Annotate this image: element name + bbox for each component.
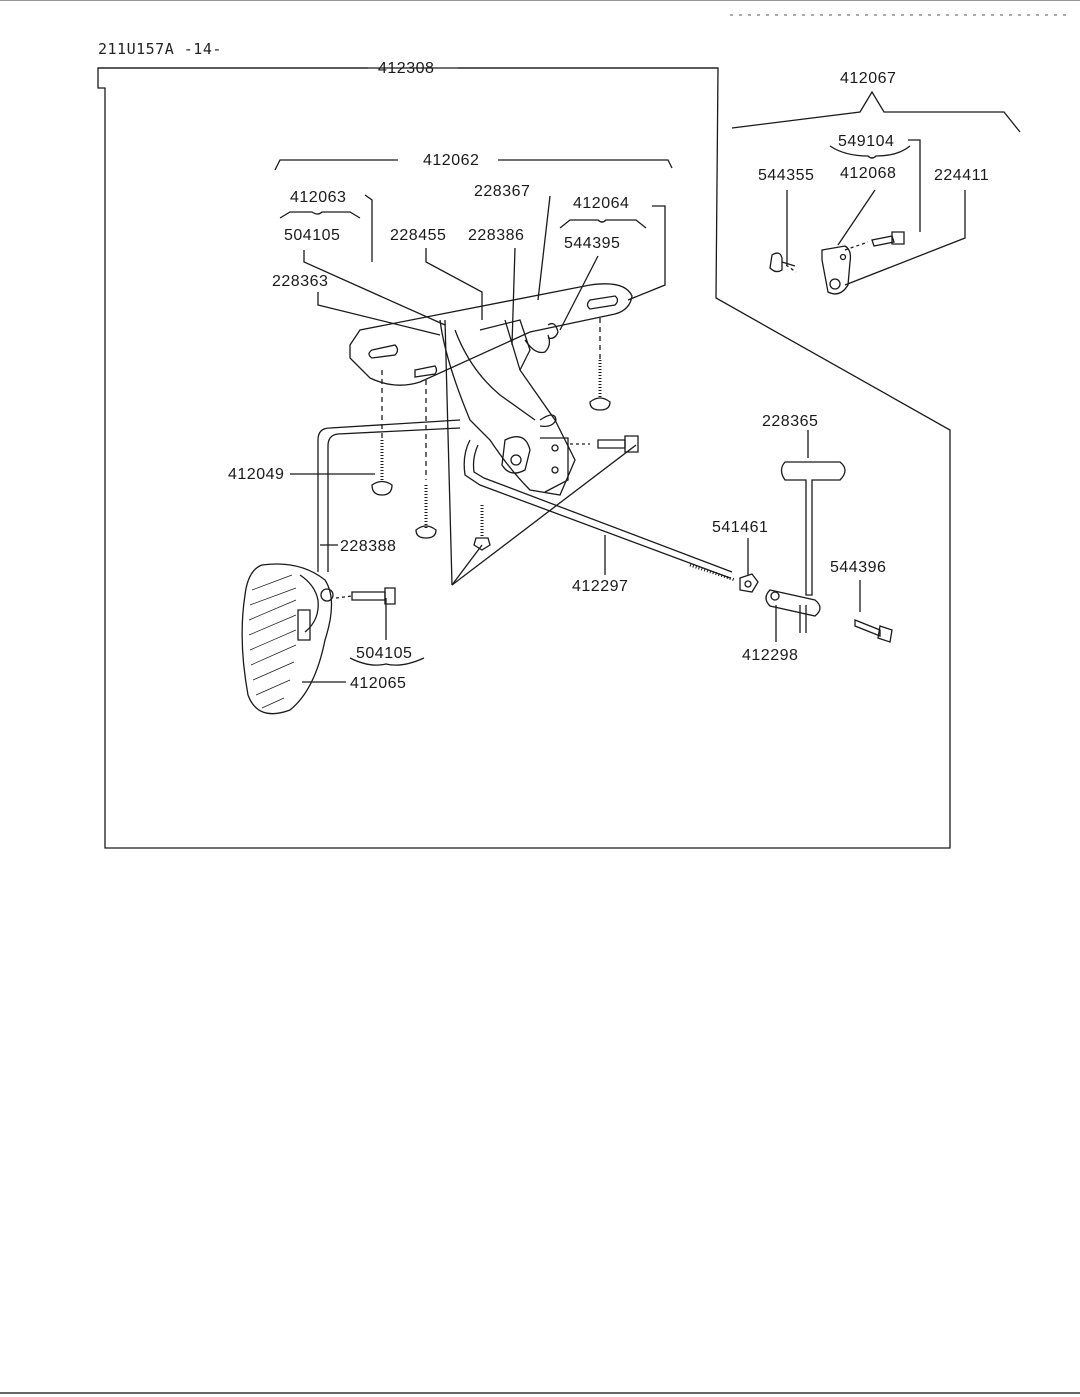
mounting-plate bbox=[349, 283, 633, 386]
label-228363: 228363 bbox=[272, 273, 328, 290]
label-228367: 228367 bbox=[474, 183, 530, 200]
label-412067: 412067 bbox=[840, 70, 896, 87]
label-504105-bottom: 504105 bbox=[356, 645, 412, 662]
document-id: 211U157A -14- bbox=[98, 40, 222, 58]
label-544395: 544395 bbox=[564, 235, 620, 252]
label-228388: 228388 bbox=[340, 538, 396, 555]
inset-latch bbox=[821, 245, 852, 295]
label-412064: 412064 bbox=[573, 195, 629, 212]
label-412049: 412049 bbox=[228, 466, 284, 483]
label-228365: 228365 bbox=[762, 413, 818, 430]
label-412298: 412298 bbox=[742, 647, 798, 664]
label-412308: 412308 bbox=[378, 60, 434, 77]
label-412062: 412062 bbox=[423, 152, 479, 169]
label-412297: 412297 bbox=[572, 578, 628, 595]
label-541461: 541461 bbox=[712, 519, 768, 536]
main-frame bbox=[97, 67, 951, 849]
label-412068: 412068 bbox=[840, 165, 896, 182]
label-544355: 544355 bbox=[758, 167, 814, 184]
label-224411: 224411 bbox=[934, 167, 989, 184]
label-412063: 412063 bbox=[290, 189, 346, 206]
label-504105-top: 504105 bbox=[284, 227, 340, 244]
label-228455: 228455 bbox=[390, 227, 446, 244]
bracket-412067 bbox=[731, 90, 1021, 133]
knee-pad bbox=[241, 563, 333, 715]
label-549104: 549104 bbox=[838, 133, 894, 150]
label-228386: 228386 bbox=[468, 227, 524, 244]
label-412065: 412065 bbox=[350, 675, 406, 692]
label-544396: 544396 bbox=[830, 559, 886, 576]
t-handle bbox=[780, 461, 846, 596]
